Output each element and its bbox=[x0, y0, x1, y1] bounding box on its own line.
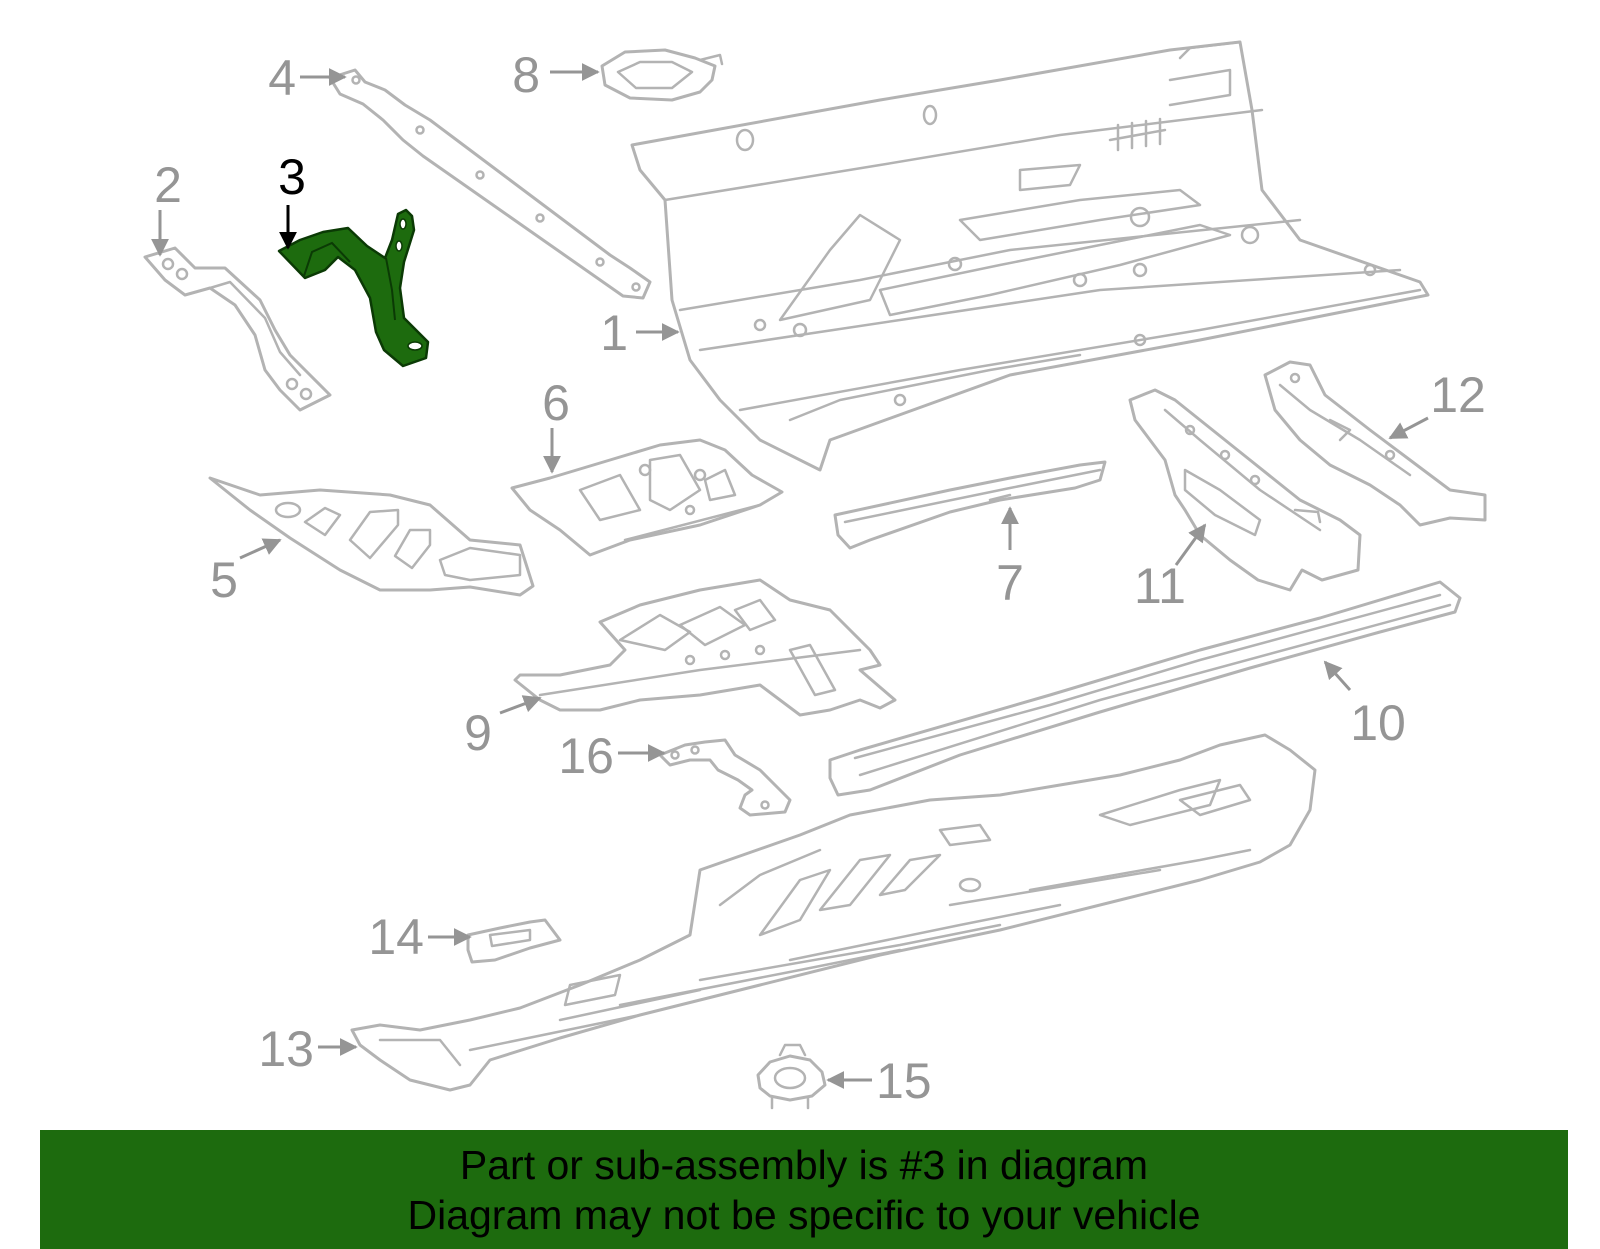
part-16-bracket[interactable] bbox=[658, 738, 792, 817]
callout-2: 2 bbox=[151, 157, 182, 257]
callout-label-1: 1 bbox=[600, 305, 628, 361]
callout-label-11: 11 bbox=[1134, 558, 1186, 614]
part-5-panel[interactable] bbox=[208, 476, 535, 597]
callout-15: 15 bbox=[826, 1053, 932, 1109]
parts-diagram: 1 2 3 4 5 6 7 8 9 10 11 12 bbox=[143, 40, 1487, 1110]
callout-label-6: 6 bbox=[542, 375, 570, 431]
callout-5: 5 bbox=[210, 538, 282, 608]
callout-label-8: 8 bbox=[512, 47, 540, 103]
part-11-rail[interactable] bbox=[1128, 388, 1362, 592]
callout-label-15: 15 bbox=[876, 1053, 932, 1109]
callout-label-4: 4 bbox=[268, 50, 296, 106]
part-10-sill[interactable] bbox=[828, 580, 1462, 797]
callout-label-14: 14 bbox=[368, 909, 424, 965]
callout-1: 1 bbox=[600, 305, 680, 361]
info-banner: Part or sub-assembly is #3 in diagram Di… bbox=[40, 1130, 1568, 1249]
callout-14: 14 bbox=[368, 909, 472, 965]
callout-label-13: 13 bbox=[258, 1021, 314, 1077]
part-1-floor-pan[interactable] bbox=[630, 40, 1430, 472]
callout-label-7: 7 bbox=[996, 555, 1024, 611]
callout-3: 3 bbox=[278, 149, 306, 250]
callout-label-5: 5 bbox=[210, 552, 238, 608]
callout-7: 7 bbox=[996, 506, 1024, 611]
callout-12: 12 bbox=[1388, 367, 1486, 440]
callout-6: 6 bbox=[542, 375, 570, 474]
callout-label-16: 16 bbox=[558, 728, 614, 784]
banner-line-disclaimer: Diagram may not be specific to your vehi… bbox=[407, 1191, 1201, 1238]
callout-label-9: 9 bbox=[464, 705, 492, 761]
callout-13: 13 bbox=[258, 1021, 358, 1077]
callout-label-10: 10 bbox=[1350, 695, 1406, 751]
callout-4: 4 bbox=[268, 50, 347, 106]
callout-label-3: 3 bbox=[278, 149, 306, 205]
part-13-underbody-panel[interactable] bbox=[350, 733, 1317, 1092]
callout-9: 9 bbox=[464, 695, 542, 761]
part-15-grommet[interactable] bbox=[756, 1043, 827, 1110]
part-4-strip[interactable] bbox=[328, 68, 652, 300]
callout-10: 10 bbox=[1323, 660, 1406, 751]
callout-label-12: 12 bbox=[1430, 367, 1486, 423]
callout-16: 16 bbox=[558, 728, 666, 784]
callout-11: 11 bbox=[1134, 523, 1207, 614]
part-8-seal[interactable] bbox=[600, 48, 724, 102]
part-6-panel[interactable] bbox=[510, 438, 784, 557]
part-2-bracket[interactable] bbox=[143, 246, 332, 412]
callout-8: 8 bbox=[512, 47, 600, 103]
part-3-bracket-highlighted[interactable] bbox=[277, 208, 430, 368]
part-12-rail[interactable] bbox=[1263, 360, 1487, 527]
part-7-rail[interactable] bbox=[833, 460, 1107, 550]
part-14-bracket[interactable] bbox=[466, 918, 562, 964]
callout-label-2: 2 bbox=[154, 157, 182, 213]
banner-line-part: Part or sub-assembly is #3 in diagram bbox=[459, 1141, 1149, 1188]
part-9-crossmember[interactable] bbox=[513, 578, 897, 717]
